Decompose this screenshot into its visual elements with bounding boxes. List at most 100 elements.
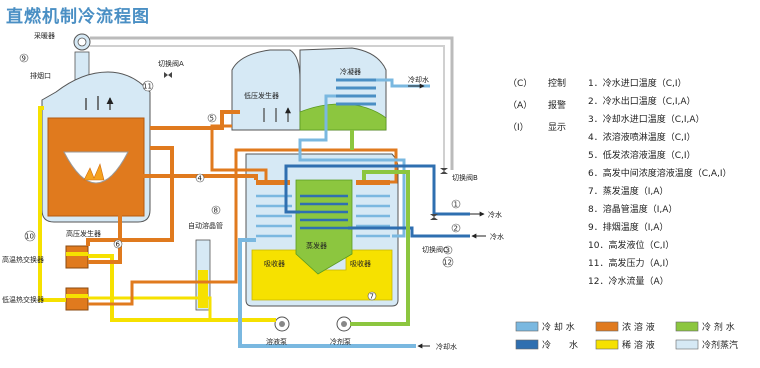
cooling-water-pipe-2 [298,94,406,238]
label-sol-pump: 溶液泵 [266,337,287,346]
legend-label-2: 冷 剂 水 [702,321,735,333]
point-7: 7 [370,293,374,301]
key-code-1: （A） [508,100,532,111]
legend-label-4: 稀 溶 液 [622,339,655,351]
label-evaporator: 蒸发器 [306,241,327,250]
point-markers: 1 2 3 4 5 6 7 8 9 10 11 12 [19,53,461,301]
label-absorber-left: 吸收器 [264,259,285,268]
strong-solution-pipe-3 [88,174,258,264]
point-item-3: 4．浓溶液喷淋温度（C,I） [588,131,696,143]
label-chill-out: 冷水 [488,210,502,219]
point-item-2: 3．冷却水进口温度（C,I,A） [588,113,705,125]
legend-label-5: 冷剂蒸汽 [702,339,738,351]
label-valve-a: 切换阀A [158,59,184,68]
point-item-9: 10．高发液位（C,I） [588,239,674,251]
low-pressure-generator [231,49,301,131]
heater-coil [73,33,91,51]
point-1: 1 [454,201,458,209]
legend-swatch-5 [675,339,699,350]
legend-swatch-0 [515,321,539,332]
signal-key: （C） 控制 （A） 报警 （I） 显示 [508,77,566,133]
cooling-water-pipe [238,238,416,348]
legend-swatch-1 [595,321,619,332]
key-text-1: 报警 [548,99,566,111]
point-10: 10 [25,233,34,241]
valve-c-icon [430,214,438,220]
legend-label-3: 冷 水 [542,339,578,351]
page-title: 直燃机制冷流程图 [6,7,150,27]
strong-solution-pipe-2 [150,110,240,130]
point-item-5: 6．高发中间浓度溶液温度（C,A,I） [588,167,732,179]
point-6: 6 [116,241,121,249]
point-item-4: 5．低发浓溶液温度（C,I） [588,149,696,161]
label-exhaust: 排烟口 [30,71,51,80]
legend-swatch-4 [595,339,619,350]
main-shell [245,153,399,307]
legend-label-1: 浓 溶 液 [622,321,655,333]
spray-bar-right [356,180,390,185]
refrigerant-pump [336,316,352,332]
label-cooling-in: 冷却水 [436,342,457,351]
evaporator-coil [300,194,348,230]
solution-pump [274,316,290,332]
heating-pipe-top [90,36,454,170]
label-chill-in: 冷水 [490,232,504,241]
valve-b-icon [440,168,448,174]
legend-swatch-2 [675,321,699,332]
spray-bar-left [256,180,290,185]
point-item-0: 1．冷水进口温度（C,I） [588,77,687,89]
point-item-10: 11．高发压力（A,I） [588,257,674,269]
legend-label-0: 冷 却 水 [542,321,575,333]
label-valve-c: 切换阀C [422,245,448,254]
key-text-0: 控制 [548,77,566,89]
low-temp-heat-exchanger [65,287,89,311]
label-ht-hex: 高温热交换器 [2,255,44,264]
label-cooling-out: 冷却水 [408,75,429,84]
label-absorber-right: 吸收器 [350,259,371,268]
chilled-water-pipe [284,164,470,216]
key-code-2: （I） [508,122,529,133]
component-labels: 采暖器 排烟口 切换阀A 高压发生器 低压发生器 冷凝器 蒸发器 吸收器 吸收器… [2,31,504,351]
strong-solution-pipe [86,146,174,246]
point-item-1: 2．冷水出口温度（C,I,A） [588,95,696,107]
point-4: 4 [198,175,203,183]
refrigerant-water-pipe [350,170,410,326]
label-valve-b: 切换阀B [452,173,478,182]
label-ref-pump: 冷剂泵 [330,337,351,346]
label-heater: 采暖器 [34,31,55,40]
point-11: 11 [143,83,152,91]
point-item-11: 12．冷水流量（A） [588,275,669,287]
label-lt-hex: 低温热交换器 [2,295,44,304]
lp-gen-arrows [263,108,288,122]
point-12: 12 [443,259,452,267]
label-auto-drain: 自动溶晶管 [188,221,223,230]
point-2: 2 [454,225,458,233]
condenser-coil [336,78,376,106]
chilled-water-pipe-2 [348,226,470,238]
weak-solution-pipe-2 [88,254,276,322]
point-item-6: 7．蒸发温度（I,A） [588,185,668,197]
key-code-0: （C） [508,78,532,89]
label-hp-gen: 高压发生器 [66,229,101,238]
weak-solution-pipe [38,106,66,302]
key-text-2: 显示 [548,122,566,133]
point-5: 5 [210,115,214,123]
heating-pipe-top-2 [90,45,445,170]
point-item-7: 8．溶晶管温度（I,A） [588,203,677,215]
high-pressure-generator [41,71,151,223]
point-item-8: 9．排烟温度（I,A） [588,221,668,233]
point-8: 8 [214,207,218,215]
absorber-coil-left [256,194,292,238]
point-9: 9 [22,55,26,63]
label-condenser: 冷凝器 [340,67,361,76]
label-lp-gen: 低压发生器 [244,91,279,100]
point-3: 3 [446,247,450,255]
high-temp-heat-exchanger [65,245,89,269]
condenser [299,47,387,131]
strong-solution-pipe-4 [88,148,398,306]
strong-solution-pipe-5 [210,124,268,180]
absorber-coil-right [356,194,390,238]
valve-a-icon [164,72,172,78]
legend-swatch-3 [515,339,539,350]
